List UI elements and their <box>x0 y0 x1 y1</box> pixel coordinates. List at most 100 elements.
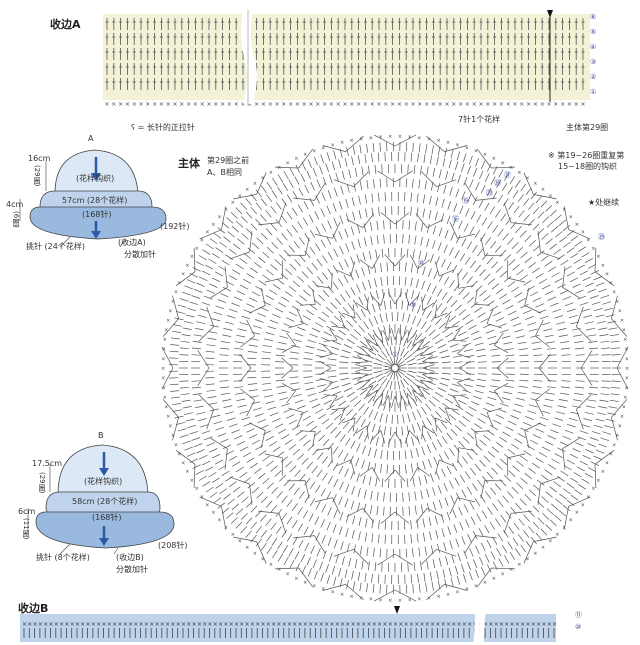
round-stitch <box>491 467 499 475</box>
round-stitch <box>600 294 610 299</box>
round-stitch <box>519 379 529 382</box>
round-stitch <box>528 240 536 247</box>
edge-b-sc-mark: × <box>425 621 430 628</box>
round-stitch <box>456 151 461 161</box>
round-stitch <box>363 489 367 499</box>
round-stitch <box>366 583 368 593</box>
round-stitch <box>479 170 484 180</box>
round-stitch <box>241 496 249 503</box>
round-stitch <box>171 330 181 333</box>
round-stitch <box>333 315 342 323</box>
round-stitch <box>562 435 572 440</box>
hat-a-arrow-head-2 <box>91 231 101 239</box>
round-stitch <box>281 512 288 521</box>
round-stitch <box>288 311 298 317</box>
round-stitch <box>253 325 262 329</box>
round-stitch <box>170 390 180 392</box>
round-stitch <box>431 299 438 308</box>
round-shell <box>537 231 561 260</box>
round-stitch <box>495 518 501 527</box>
edge-b-sc-mark: × <box>245 621 250 628</box>
round-stitch <box>562 224 571 231</box>
round-stitch <box>490 385 500 388</box>
round-stitch <box>197 418 207 422</box>
edge-b-sc-mark: × <box>239 621 244 628</box>
round-stitch <box>371 423 376 433</box>
round-stitch <box>333 509 338 519</box>
round-stitch <box>206 289 215 294</box>
round-stitch <box>346 391 355 398</box>
round-shell <box>175 449 196 489</box>
round-shell <box>476 567 516 588</box>
round-stitch <box>560 260 569 266</box>
round-stitch <box>253 467 262 474</box>
hat-b-diagram: B 17.5cm (29圈) (花样钩织) 58cm (28个花样) (168针… <box>0 432 210 582</box>
round-stitch <box>537 228 545 235</box>
round-stitch <box>267 406 277 411</box>
round-stitch <box>251 487 260 494</box>
edge-a-sc-mark: × <box>309 101 314 108</box>
round-stitch <box>379 584 381 594</box>
round-stitch <box>363 364 373 367</box>
round-stitch <box>449 540 453 550</box>
round-stitch <box>281 495 288 503</box>
round-stitch <box>225 321 234 325</box>
round-stitch <box>414 505 417 515</box>
round-stitch <box>451 349 461 353</box>
hat-b-brim-rounds: (11圈) <box>22 518 30 540</box>
round-stitch <box>240 202 248 210</box>
round-stitch <box>179 298 189 302</box>
round-stitch <box>211 453 221 459</box>
round-stitch <box>236 440 246 446</box>
round-shell <box>575 394 592 430</box>
round-stitch <box>231 226 240 233</box>
round-stitch <box>601 347 611 350</box>
round-stitch <box>560 386 570 389</box>
edge-b-sc-mark: × <box>75 621 80 628</box>
round-stitch <box>428 376 438 380</box>
round-stitch <box>255 285 264 291</box>
round-stitch <box>461 489 467 498</box>
round-stitch <box>469 226 475 235</box>
round-shell <box>342 304 356 319</box>
round-stitch <box>416 264 420 274</box>
round-stitch <box>539 315 549 320</box>
round-shell <box>382 395 390 408</box>
round-stitch <box>462 436 470 444</box>
round-stitch <box>293 241 300 249</box>
round-edge-sc: × <box>548 538 552 544</box>
round-stitch <box>256 237 264 245</box>
round-edge-sc: × <box>286 160 290 166</box>
round-stitch <box>372 398 378 407</box>
round-stitch <box>611 387 621 389</box>
round-stitch <box>492 503 499 512</box>
round-stitch <box>463 550 468 560</box>
round-stitch <box>309 398 319 403</box>
round-stitch <box>599 399 609 402</box>
round-edge-sc: × <box>161 356 165 362</box>
round-stitch <box>419 392 427 400</box>
round-stitch <box>422 208 425 218</box>
round-stitch <box>359 181 363 191</box>
round-stitch <box>302 217 309 226</box>
round-stitch <box>390 426 392 436</box>
edge-a-sc-mark: × <box>241 101 246 108</box>
round-stitch <box>400 438 402 448</box>
round-shell <box>524 287 542 314</box>
round-edge-sc: × <box>331 143 335 149</box>
round-stitch <box>209 408 219 412</box>
round-stitch <box>448 567 452 577</box>
edge-b-sc-mark: × <box>367 621 372 628</box>
round-stitch <box>390 300 392 310</box>
round-stitch <box>350 500 355 510</box>
round-edge-sc: × <box>437 594 441 600</box>
round-stitch <box>312 448 319 456</box>
edge-b-row-10: ⑩ <box>575 623 582 631</box>
round-stitch <box>240 526 248 534</box>
round-stitch <box>480 184 486 194</box>
round-stitch <box>402 506 404 516</box>
edge-b-sc-mark: × <box>547 621 552 628</box>
round-stitch <box>503 391 513 395</box>
round-stitch <box>400 478 402 488</box>
round-stitch <box>441 528 445 538</box>
